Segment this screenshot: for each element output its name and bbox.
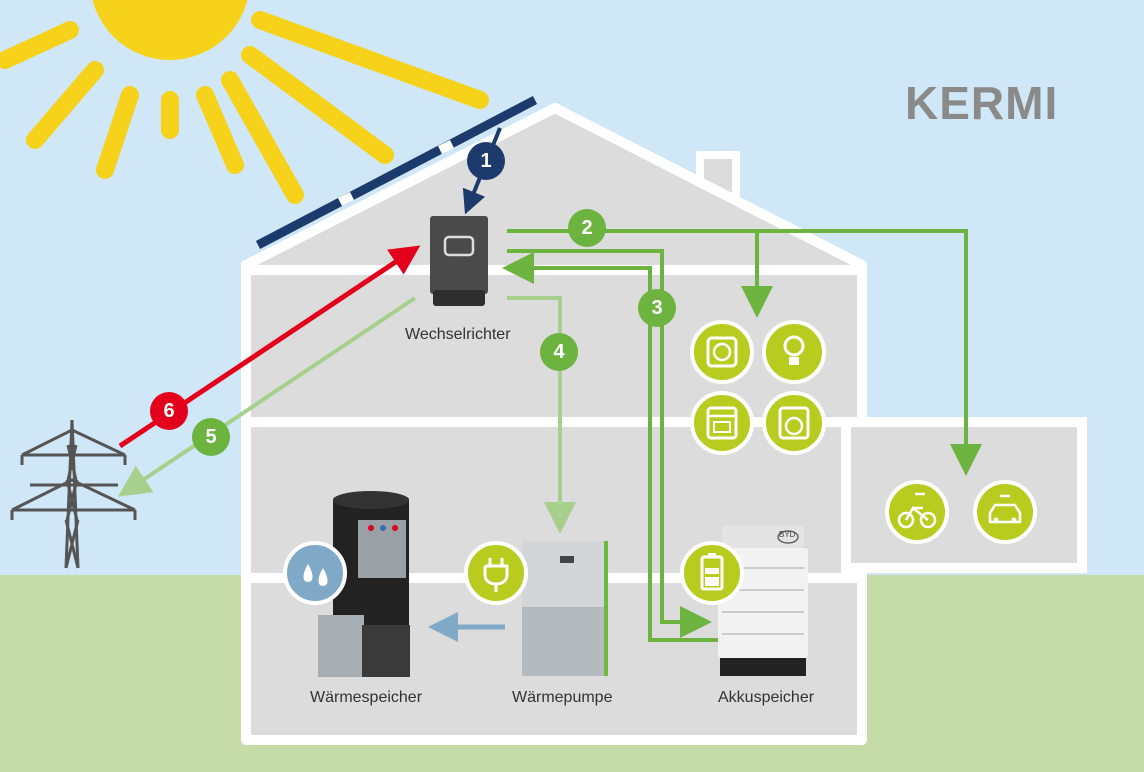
sun-icon — [0, 0, 489, 204]
battery-brand-label: BYD — [779, 530, 796, 539]
step-2-badge: 2 — [568, 209, 606, 247]
step-5-badge: 5 — [192, 418, 230, 456]
socket-icon — [690, 320, 754, 384]
plug-icon — [464, 541, 528, 605]
flow-5-arrow — [118, 296, 417, 497]
e-bike-icon — [885, 480, 949, 544]
heat-pump-label: Wärmepumpe — [512, 689, 613, 706]
step-1-badge: 1 — [467, 142, 505, 180]
electric-car-icon — [973, 480, 1037, 544]
battery-icon — [680, 541, 744, 605]
light-bulb-icon — [762, 320, 826, 384]
kermi-logo: KERMI — [905, 77, 1059, 129]
oven-icon — [690, 391, 754, 455]
battery-label: Akkuspeicher — [718, 689, 815, 706]
washing-machine-icon — [762, 391, 826, 455]
heat-storage-device — [318, 491, 410, 677]
flow-3-arrow — [502, 249, 718, 642]
flow-4-arrow — [507, 296, 576, 534]
flow-2-arrow — [507, 229, 982, 476]
water-drops-icon — [283, 541, 347, 605]
power-pylon-icon — [10, 419, 137, 569]
step-6-badge: 6 — [150, 392, 188, 430]
heat-storage-label: Wärmespeicher — [310, 689, 423, 706]
step-4-badge: 4 — [540, 333, 578, 371]
heat-pump-device — [522, 541, 608, 676]
inverter-label: Wechselrichter — [405, 326, 511, 343]
step-3-badge: 3 — [638, 289, 676, 327]
solar-panel-icon — [255, 96, 538, 249]
inverter-device — [430, 216, 488, 306]
